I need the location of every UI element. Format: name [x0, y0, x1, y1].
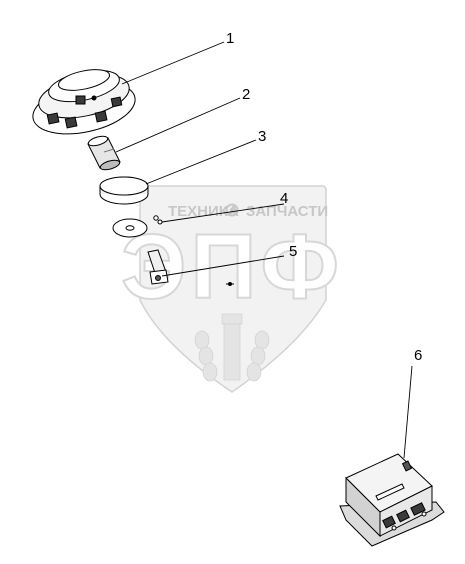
part-bracket [147, 249, 234, 286]
leader-line-3 [145, 139, 257, 185]
leader-line-5 [161, 255, 285, 277]
callout-2: 2 [242, 86, 250, 103]
part-antenna [32, 69, 136, 135]
gear-icon [225, 203, 239, 217]
part-control-unit [339, 453, 445, 547]
callout-4: 4 [280, 190, 288, 207]
part-washer [112, 215, 163, 238]
leader-line-2 [115, 97, 241, 153]
callout-labels: 1 2 3 4 5 6 [226, 30, 422, 364]
callout-5: 5 [289, 243, 297, 260]
callout-6: 6 [414, 347, 422, 364]
part-adapter [87, 135, 121, 171]
leader-line-1 [121, 41, 225, 85]
callout-3: 3 [258, 128, 266, 145]
callout-1: 1 [226, 30, 234, 47]
leader-line-6 [403, 365, 413, 459]
part-mount-cup [99, 176, 149, 205]
watermark-wheat-icon [194, 313, 270, 382]
watermark-top-left: ТЕХНИКА [168, 203, 239, 220]
leader-line-4 [161, 203, 285, 223]
leader-lines [115, 41, 413, 459]
watermark-top-right: ЗАПЧАСТИ [246, 203, 328, 220]
